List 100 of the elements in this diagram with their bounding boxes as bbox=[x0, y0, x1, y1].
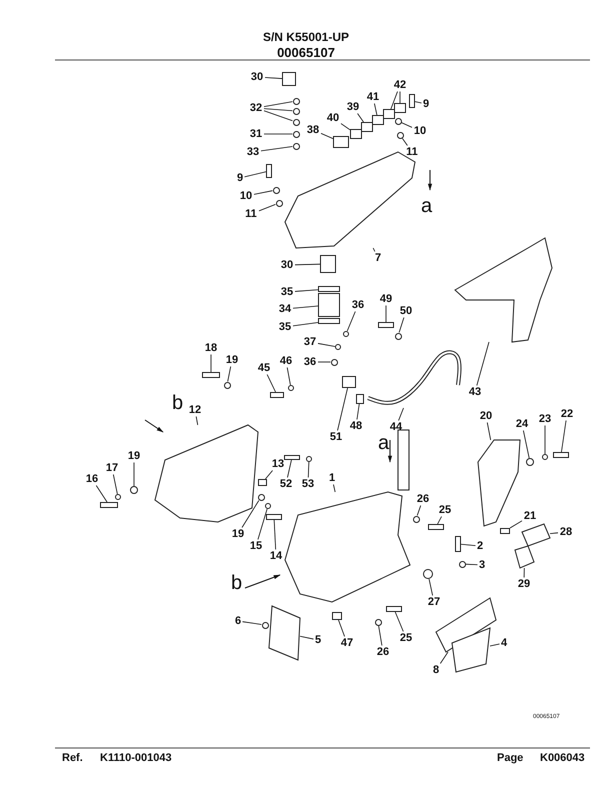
callout-number: 20 bbox=[478, 410, 494, 422]
washer bbox=[265, 503, 271, 509]
fitting bbox=[332, 612, 342, 620]
leader-line bbox=[318, 343, 336, 347]
washer bbox=[343, 331, 349, 337]
callout-number: 18 bbox=[203, 342, 219, 354]
callout-number: 10 bbox=[412, 124, 428, 138]
callout-number: 35 bbox=[277, 320, 293, 334]
callout-number: 7 bbox=[374, 252, 382, 264]
callout-number: 37 bbox=[302, 336, 318, 348]
callout-number: 13 bbox=[270, 458, 286, 470]
callout-number: 4 bbox=[500, 636, 508, 650]
callout-number: 47 bbox=[339, 636, 355, 650]
callout-number: 51 bbox=[328, 430, 344, 444]
leader-line bbox=[394, 612, 404, 632]
washer bbox=[542, 454, 548, 460]
washer bbox=[224, 382, 230, 388]
callout-number: 14 bbox=[268, 550, 284, 562]
callout-number: 6 bbox=[234, 614, 242, 628]
leader-line bbox=[486, 422, 492, 440]
leader-line bbox=[416, 505, 422, 516]
callout-number: 1 bbox=[328, 472, 336, 484]
callout-number: 53 bbox=[300, 478, 316, 490]
leader-line bbox=[254, 190, 273, 195]
leader-line bbox=[401, 122, 412, 128]
leader-line bbox=[258, 204, 276, 212]
fitting bbox=[378, 322, 394, 328]
leader-line bbox=[266, 374, 276, 392]
callout-number: 11 bbox=[404, 146, 420, 158]
document-number: 00065107 bbox=[276, 46, 336, 60]
leader-line bbox=[96, 485, 108, 502]
leader-line bbox=[374, 103, 378, 116]
leader-line bbox=[294, 289, 318, 292]
callout-number: 32 bbox=[248, 102, 264, 114]
leader-line bbox=[320, 133, 334, 139]
washer bbox=[330, 358, 338, 366]
panel-drawing bbox=[455, 238, 552, 342]
callout-number: 44 bbox=[388, 420, 404, 434]
leader-line bbox=[333, 484, 336, 492]
leader-line bbox=[292, 306, 318, 309]
fitting bbox=[394, 103, 406, 113]
leader-line bbox=[510, 520, 522, 528]
fitting bbox=[409, 94, 415, 108]
leader-line bbox=[210, 354, 212, 372]
view-letter: a bbox=[421, 195, 432, 217]
callout-number: 17 bbox=[104, 462, 120, 474]
callout-number: 52 bbox=[278, 478, 294, 490]
leader-line bbox=[294, 264, 320, 266]
washer bbox=[335, 344, 341, 350]
fitting bbox=[318, 286, 340, 292]
leader-line bbox=[414, 101, 422, 104]
leader-line bbox=[402, 138, 408, 146]
callout-number: 45 bbox=[256, 362, 272, 374]
leader-line bbox=[357, 113, 364, 122]
leader-line bbox=[244, 171, 266, 178]
callout-number: 26 bbox=[415, 492, 431, 506]
leader-line bbox=[544, 425, 546, 454]
leader-line bbox=[437, 516, 442, 524]
fitting bbox=[284, 455, 300, 460]
fitting bbox=[553, 452, 569, 458]
panel-drawing bbox=[269, 606, 300, 660]
panel-drawing bbox=[285, 492, 410, 602]
callout-number: 22 bbox=[559, 408, 575, 420]
washer bbox=[423, 569, 433, 579]
callout-number: 48 bbox=[348, 420, 364, 432]
leader-line bbox=[258, 508, 268, 540]
callout-number: 29 bbox=[516, 578, 532, 590]
fitting bbox=[318, 318, 340, 324]
leader-line bbox=[264, 108, 293, 112]
callout-number: 19 bbox=[230, 528, 246, 540]
washer bbox=[258, 494, 264, 500]
washer bbox=[292, 142, 300, 150]
leader-line bbox=[286, 367, 291, 386]
leader-line bbox=[264, 110, 293, 122]
callout-number: 3 bbox=[478, 558, 486, 572]
leader-line bbox=[398, 317, 404, 333]
fitting bbox=[282, 72, 296, 86]
callout-number: 8 bbox=[432, 664, 440, 676]
callout-number: 5 bbox=[314, 634, 322, 646]
washer bbox=[374, 618, 382, 626]
page-label: Page bbox=[497, 752, 524, 764]
washer bbox=[396, 132, 404, 138]
leader-line bbox=[300, 636, 314, 640]
washer bbox=[130, 486, 138, 494]
washer bbox=[272, 186, 280, 194]
callout-number: 42 bbox=[392, 78, 408, 92]
callout-number: 24 bbox=[514, 418, 530, 430]
leader-line bbox=[338, 620, 345, 637]
callout-number: 39 bbox=[345, 100, 361, 114]
leader-line bbox=[561, 420, 566, 452]
washer bbox=[306, 456, 312, 462]
leader-line bbox=[308, 462, 310, 478]
washer bbox=[412, 516, 420, 522]
leader-line bbox=[440, 652, 448, 664]
view-letter: b bbox=[231, 572, 242, 594]
callout-number: 36 bbox=[350, 298, 366, 312]
leader-line bbox=[265, 470, 273, 480]
callout-number: 16 bbox=[84, 472, 100, 486]
fitting bbox=[350, 129, 362, 139]
callout-number: 25 bbox=[398, 632, 414, 644]
